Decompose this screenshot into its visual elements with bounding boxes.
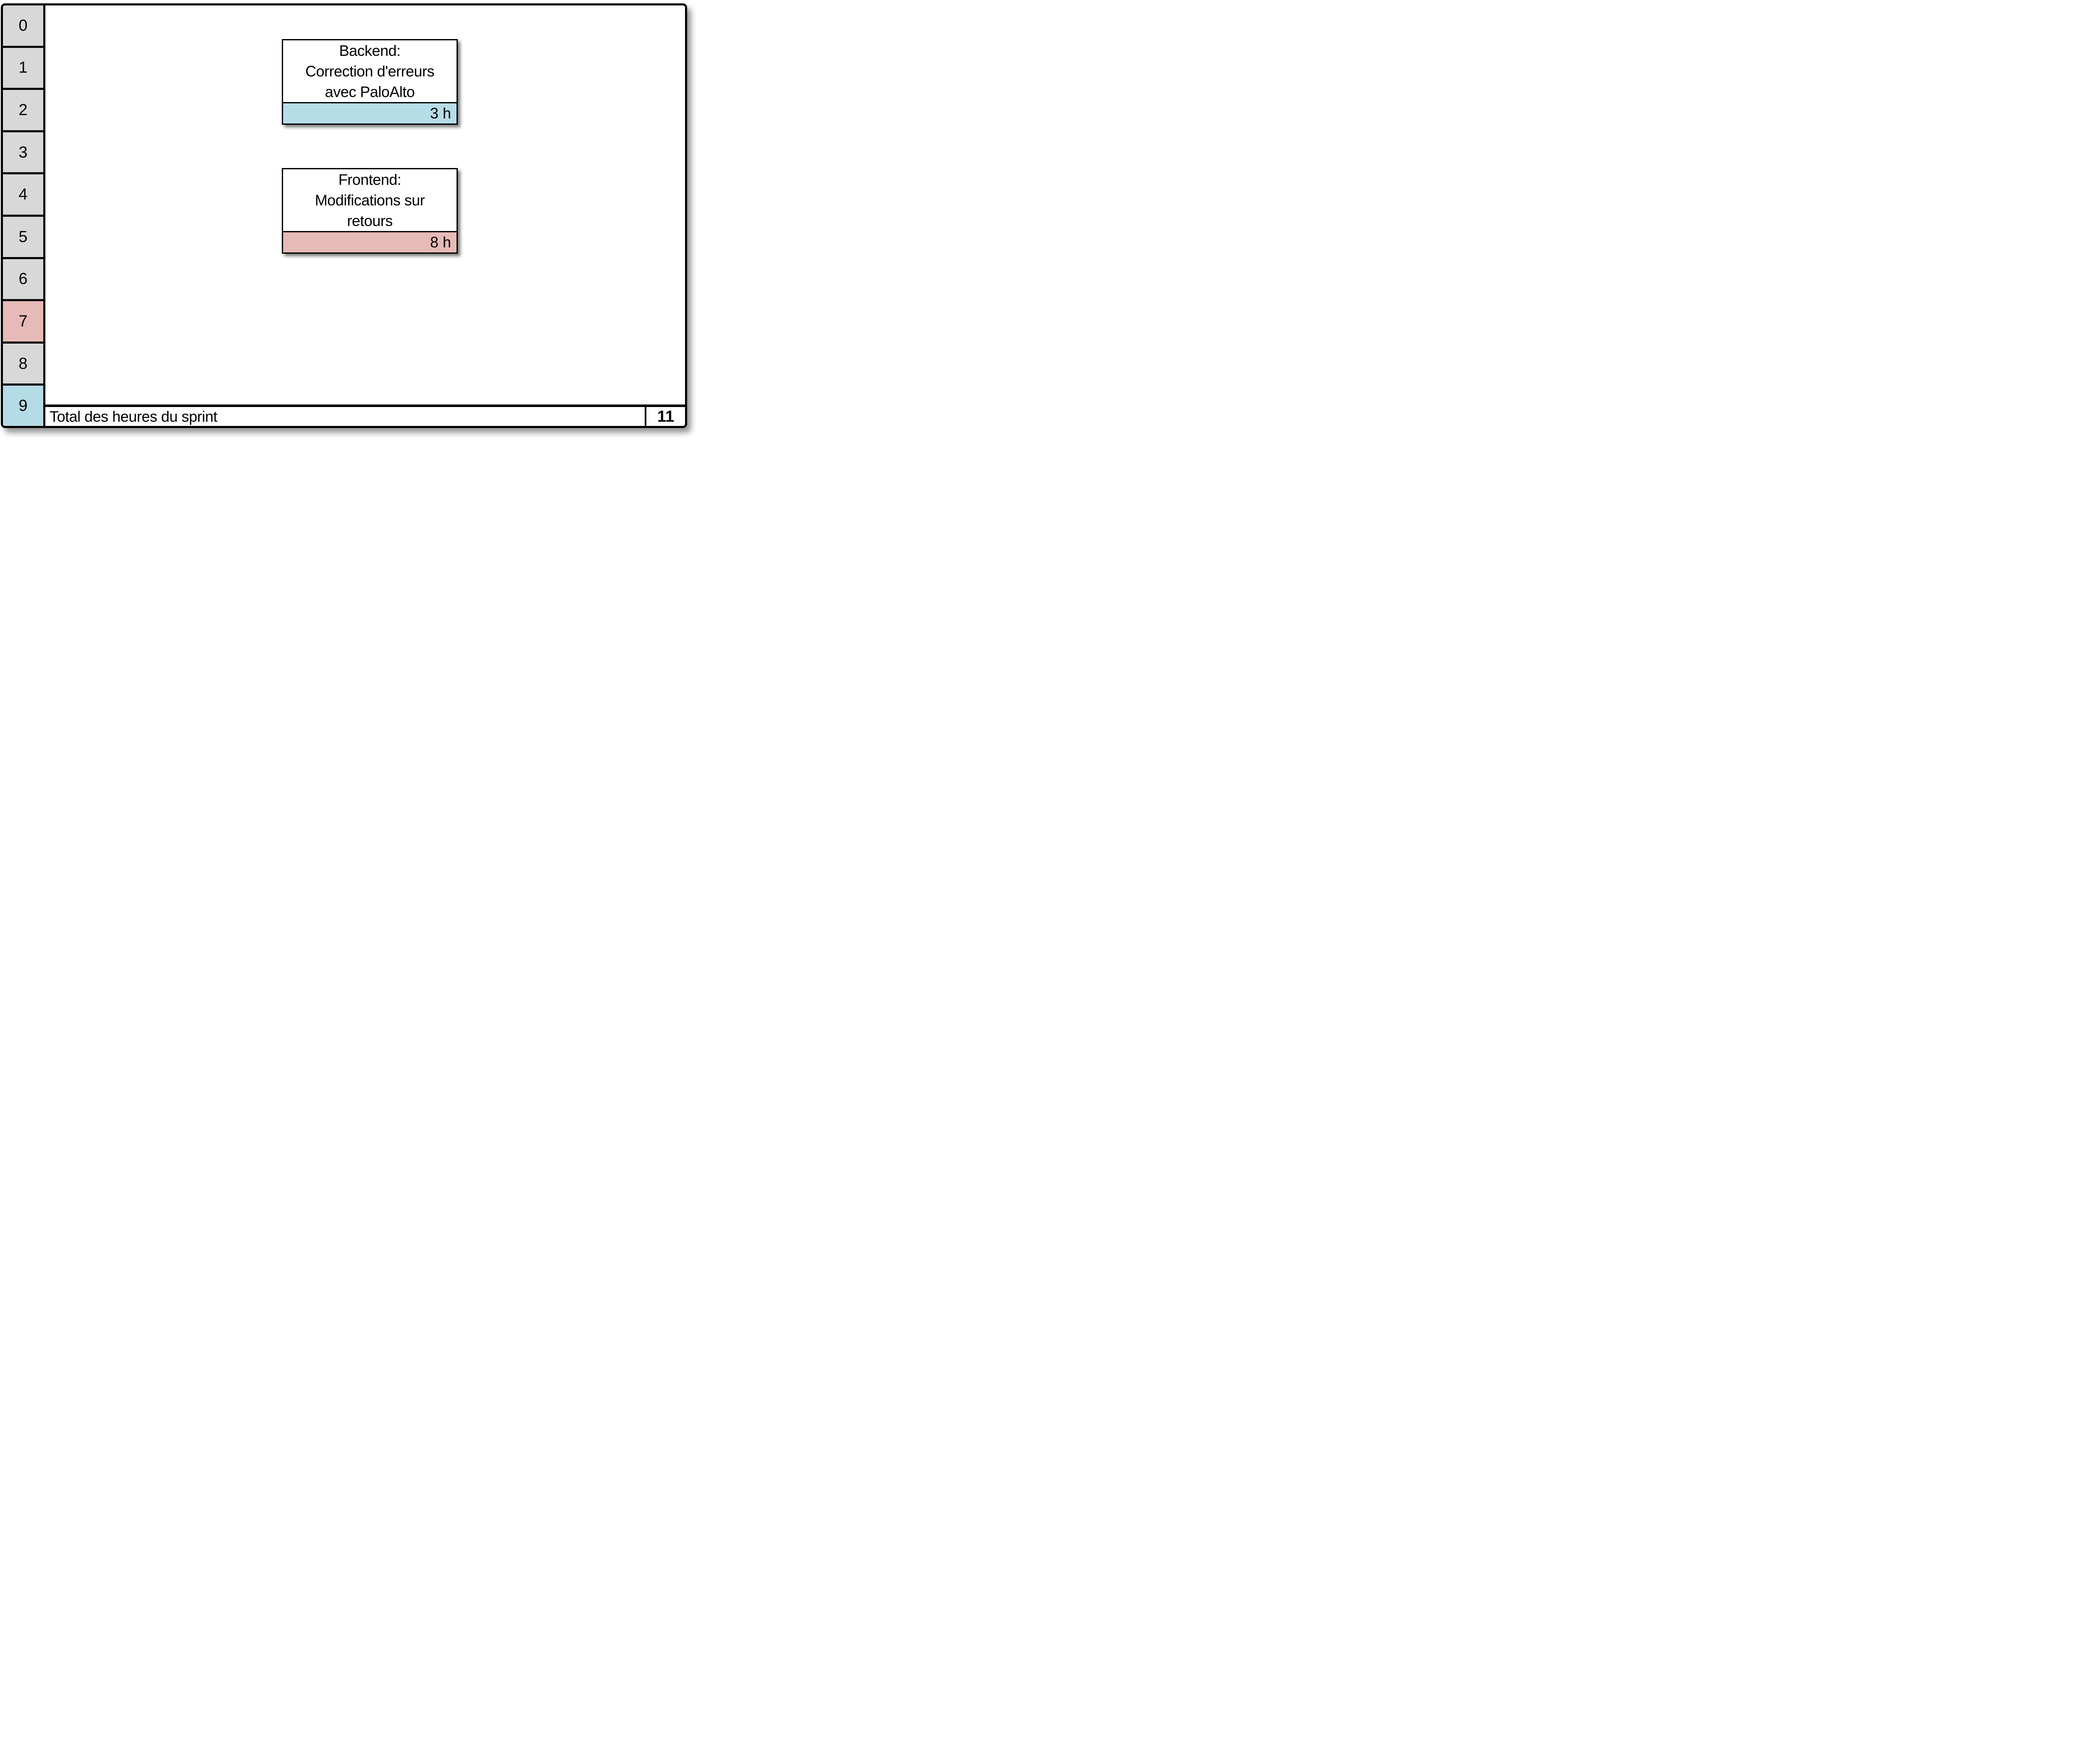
- total-value-cell: 11: [645, 407, 685, 426]
- hour-cell-label: 4: [18, 186, 28, 204]
- task-card-hours-bar: 8 h: [283, 231, 457, 252]
- hour-cell-0: 0: [3, 5, 43, 48]
- hour-cell-label: 3: [18, 143, 28, 161]
- task-card-hours-bar: 3 h: [283, 102, 457, 123]
- task-card-title: Backend: Correction d'erreurs avec PaloA…: [305, 42, 435, 100]
- task-card-hours-label: 3 h: [430, 105, 451, 122]
- hour-cell-label: 7: [18, 312, 28, 330]
- hour-cell-label: 6: [18, 270, 28, 288]
- total-value: 11: [657, 407, 675, 426]
- hour-cell-label: 8: [18, 355, 28, 373]
- hour-cell-8: 8: [3, 343, 43, 386]
- task-card-frontend: Frontend: Modifications sur retours 8 h: [282, 168, 458, 254]
- hour-cell-label: 9: [18, 397, 28, 415]
- hour-cell-label: 5: [18, 228, 28, 246]
- hour-cell-label: 0: [18, 16, 28, 34]
- task-card-backend: Backend: Correction d'erreurs avec PaloA…: [282, 39, 458, 125]
- total-bar: Total des heures du sprint 11: [45, 405, 685, 426]
- hour-cell-label: 2: [18, 101, 28, 119]
- task-card-title: Frontend: Modifications sur retours: [315, 171, 425, 229]
- hour-cell-1: 1: [3, 47, 43, 90]
- hour-cell-4: 4: [3, 174, 43, 217]
- hours-column: 0 1 2 3 4 5 6 7 8: [3, 5, 45, 426]
- hour-cell-5: 5: [3, 216, 43, 259]
- board-frame: 0 1 2 3 4 5 6 7 8: [1, 3, 687, 428]
- hour-cell-7: 7: [3, 301, 43, 344]
- schedule-canvas: Backend: Correction d'erreurs avec PaloA…: [45, 5, 685, 426]
- task-card-hours-label: 8 h: [430, 234, 451, 251]
- hour-cell-2: 2: [3, 90, 43, 132]
- total-label-cell: Total des heures du sprint: [45, 407, 645, 426]
- total-label: Total des heures du sprint: [50, 407, 218, 425]
- sprint-planning-page: 0 1 2 3 4 5 6 7 8: [0, 0, 697, 438]
- hour-cell-6: 6: [3, 259, 43, 302]
- hour-cell-9: 9: [3, 386, 43, 426]
- hour-cell-label: 1: [18, 59, 28, 77]
- hour-cell-3: 3: [3, 132, 43, 175]
